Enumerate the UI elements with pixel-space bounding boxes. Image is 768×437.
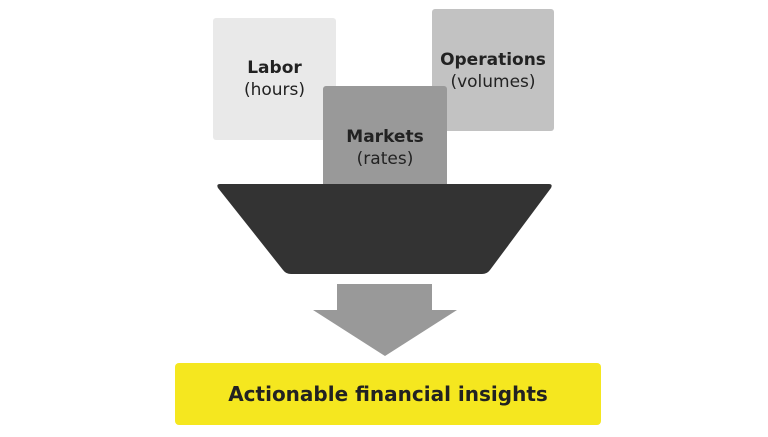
output-label: Actionable financial insights bbox=[228, 382, 548, 406]
markets-subtitle: (rates) bbox=[356, 149, 414, 169]
operations-title: Operations bbox=[440, 50, 546, 70]
markets-title: Markets bbox=[346, 127, 424, 147]
operations-subtitle: (volumes) bbox=[450, 72, 536, 92]
labor-input-box: Labor (hours) bbox=[213, 18, 336, 140]
down-arrow-icon bbox=[313, 284, 457, 356]
actionable-insights-output: Actionable financial insights bbox=[175, 363, 601, 425]
markets-input-box: Markets (rates) bbox=[323, 86, 447, 190]
labor-title: Labor bbox=[247, 58, 302, 78]
labor-subtitle: (hours) bbox=[243, 80, 306, 100]
funnel-shape bbox=[217, 184, 552, 274]
operations-input-box: Operations (volumes) bbox=[432, 9, 554, 131]
